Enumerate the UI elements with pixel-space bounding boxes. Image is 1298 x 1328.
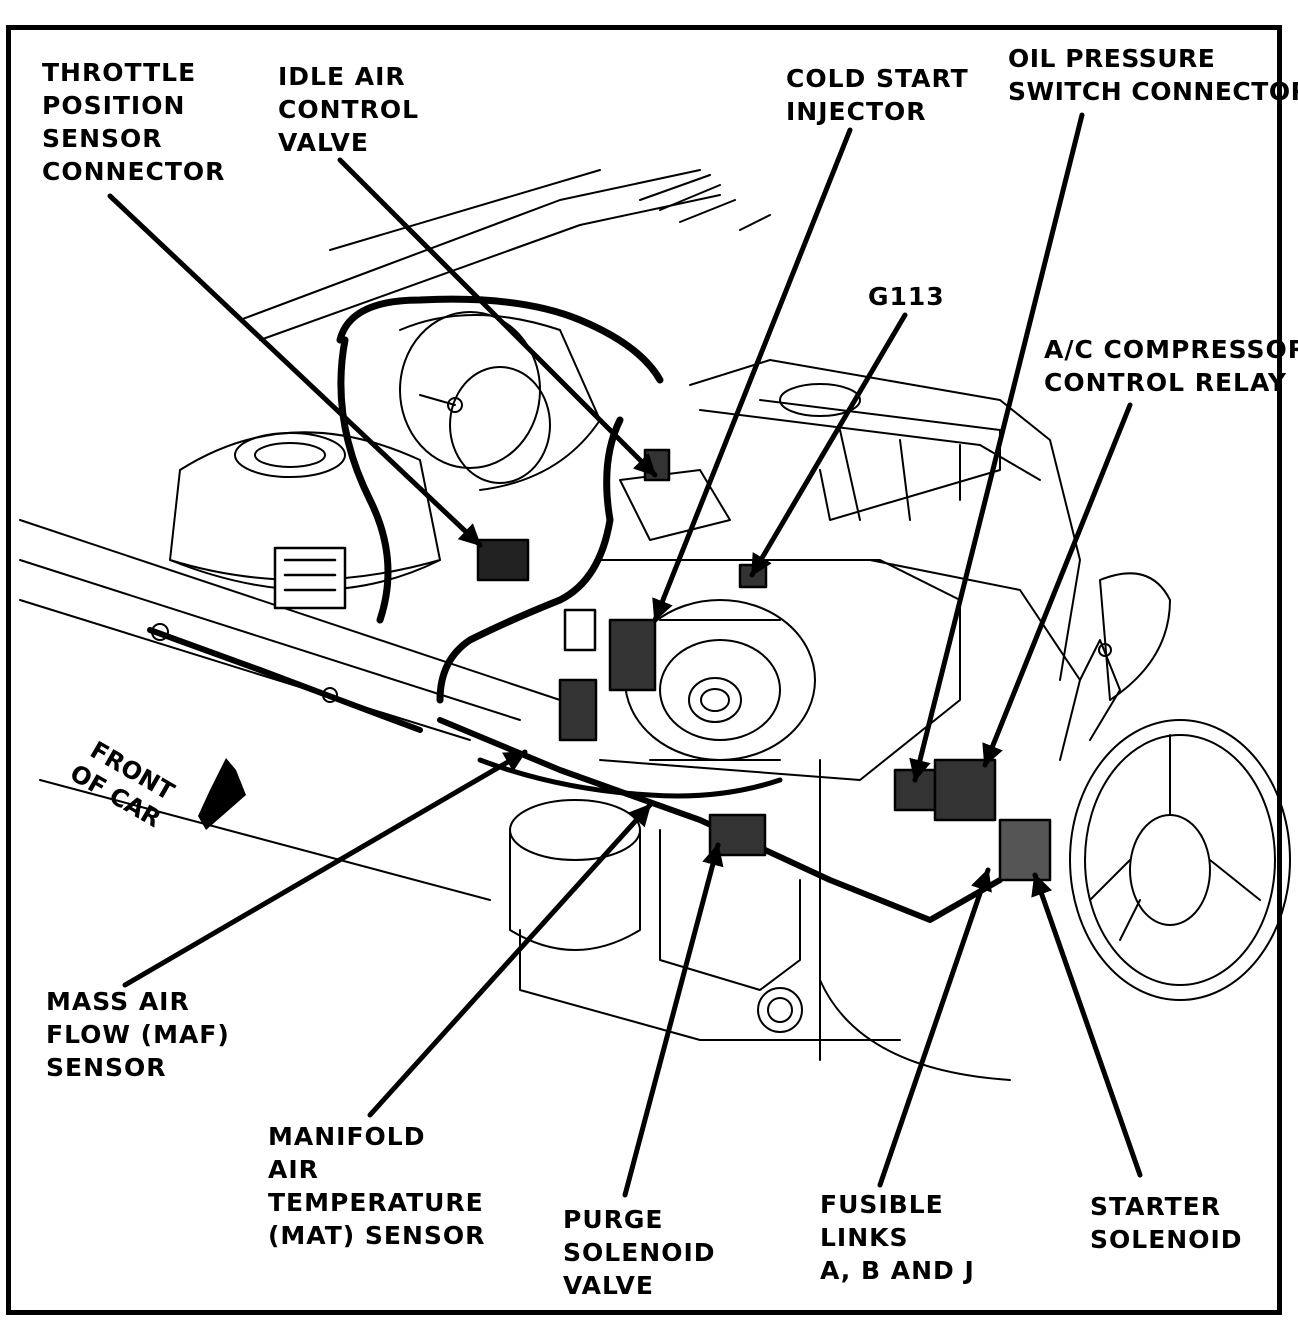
wiring-harness [147,295,1003,923]
engine-block [599,359,1171,781]
label-cold-start-injector: COLD START INJECTOR [786,64,969,126]
leader-cold-start [652,127,853,623]
leader-ac-relay [982,402,1133,768]
bracket [1079,639,1121,741]
lower-engine [509,759,1011,1081]
leader-mat [367,802,653,1118]
hood-outline [19,169,771,901]
label-idle-air-control-valve: IDLE AIR CONTROL VALVE [278,62,420,157]
label-g113: G113 [868,282,945,311]
label-mass-air-flow-sensor: MASS AIR FLOW (MAF) SENSOR [46,987,230,1082]
diagram-frame [6,25,1282,1315]
alternator [624,599,816,761]
label-ac-compressor-control-relay: A/C COMPRESSOR CONTROL RELAY [1044,335,1298,397]
leader-maf [122,749,528,988]
label-starter-solenoid: STARTER SOLENOID [1090,1192,1243,1254]
pulley [1069,719,1291,1001]
leader-throttle-position [107,193,483,548]
leader-oil-pressure [909,112,1085,783]
label-oil-pressure-switch-connector: OIL PRESSURE SWITCH CONNECTOR [1008,44,1298,106]
throttle-body [399,311,601,491]
leader-purge [622,842,724,1198]
leader-g113 [749,312,908,578]
front-of-car-arrow [198,758,246,830]
leader-idle-air-control [337,157,658,478]
leader-starter [1031,872,1143,1178]
label-throttle-position-sensor: THROTTLE POSITION SENSOR CONNECTOR [42,58,226,186]
leader-fusible [877,867,992,1188]
label-purge-solenoid-valve: PURGE SOLENOID VALVE [563,1205,716,1300]
label-manifold-air-temperature-sensor: MANIFOLD AIR TEMPERATURE (MAT) SENSOR [268,1122,486,1250]
connectors [273,448,1052,882]
label-fusible-links: FUSIBLE LINKS A, B AND J [820,1190,975,1285]
